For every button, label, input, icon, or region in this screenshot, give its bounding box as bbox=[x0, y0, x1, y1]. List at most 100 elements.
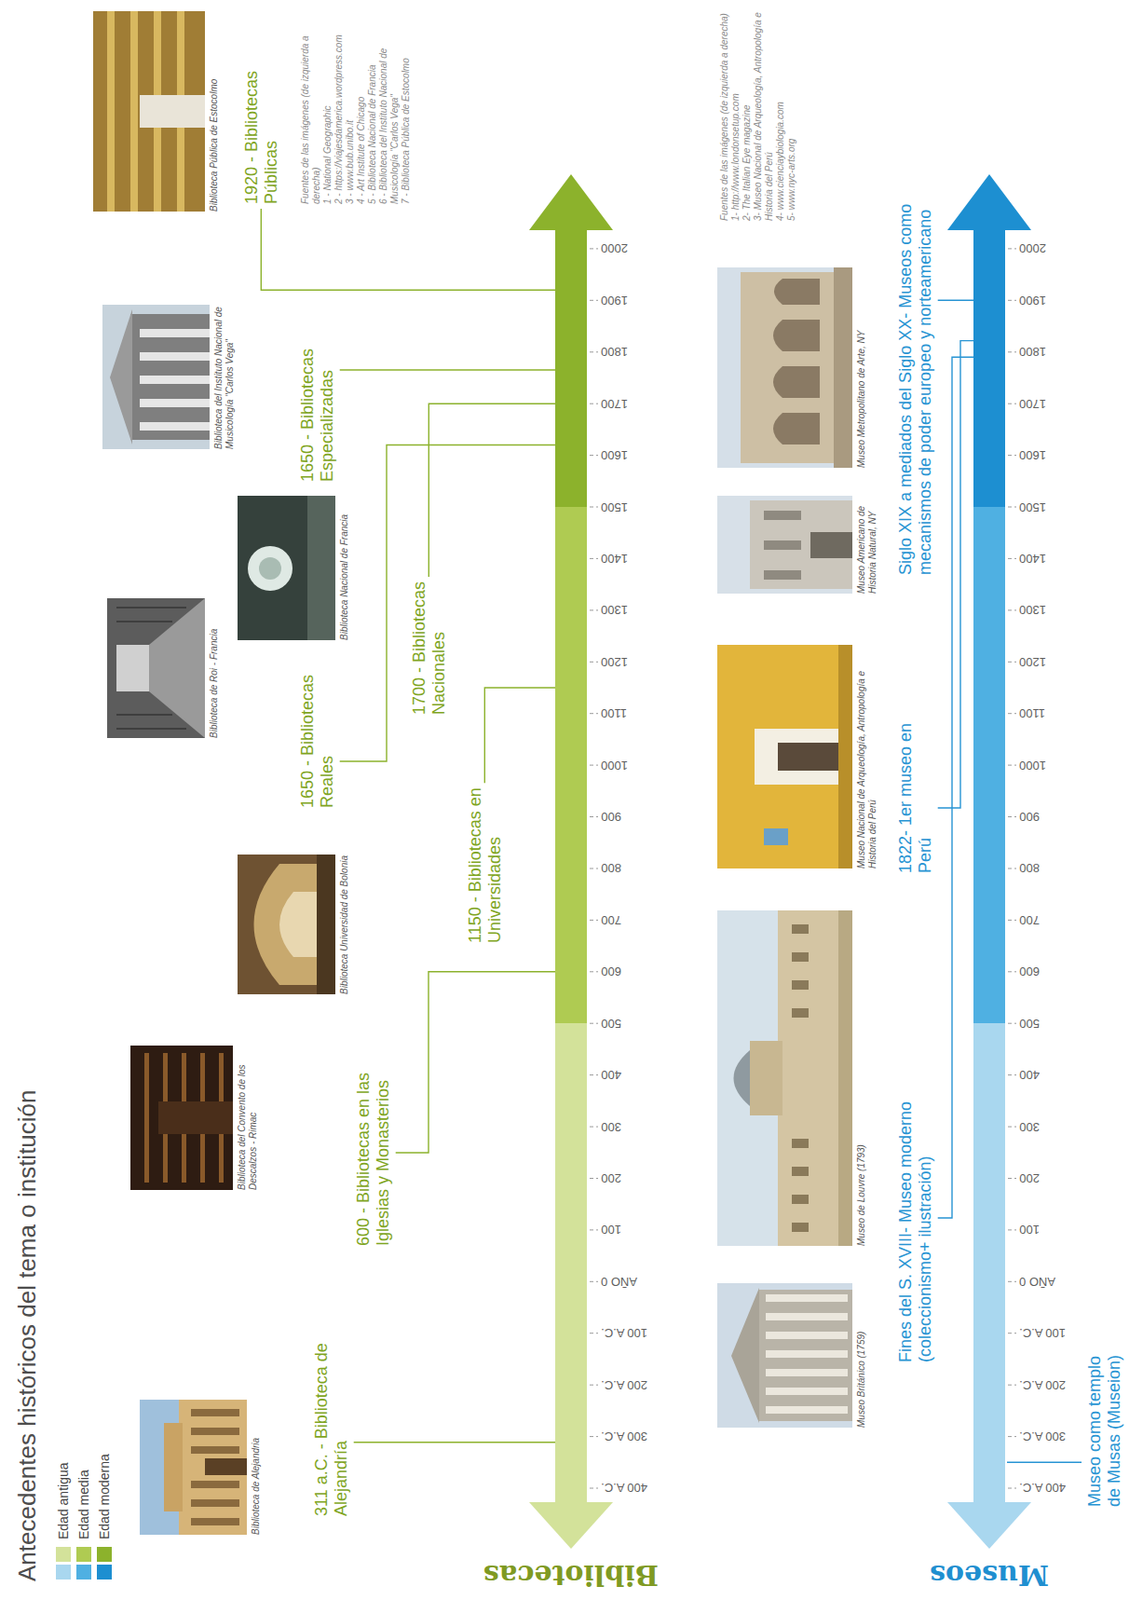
event-text: Fines del S. XVIII- Museo moderno (colec… bbox=[896, 1101, 935, 1362]
year-tick bbox=[1007, 1332, 1017, 1334]
leader-line bbox=[260, 208, 556, 290]
year-tick bbox=[1007, 506, 1017, 508]
year-label: 1200 bbox=[600, 654, 628, 669]
source-line: 4- www.cienciaybiologia.com bbox=[775, 11, 787, 221]
year-label: 200 A.C. bbox=[1019, 1377, 1066, 1392]
photo-convento bbox=[130, 1045, 233, 1190]
image-sources: Fuentes de las imágenes (de izquierda a … bbox=[719, 11, 798, 221]
year-tick bbox=[589, 1280, 599, 1282]
legend-swatch bbox=[55, 1564, 71, 1579]
source-line: 7 - Biblioteca Pública de Estocolmo bbox=[400, 13, 412, 205]
legend-swatch-green bbox=[55, 1546, 71, 1562]
year-tick bbox=[589, 919, 599, 921]
year-tick bbox=[1007, 454, 1017, 456]
leader-line bbox=[340, 368, 556, 370]
year-tick bbox=[589, 299, 599, 301]
year-tick bbox=[589, 351, 599, 353]
year-tick bbox=[1007, 868, 1017, 870]
year-tick bbox=[1007, 1487, 1017, 1489]
legend-text: Edad antigua bbox=[55, 1461, 71, 1539]
leader-line bbox=[938, 299, 974, 301]
year-label: 1200 bbox=[1019, 654, 1047, 669]
year-label: AÑO 0 bbox=[600, 1274, 638, 1289]
legend-row: Edad media bbox=[76, 1469, 92, 1579]
photo-musicologia bbox=[102, 304, 210, 450]
event-label: Siglo XIX a mediados del Siglo XX- Museo… bbox=[896, 136, 935, 575]
event-text: 1650 - Bibliotecas Reales bbox=[298, 674, 337, 808]
year-tick bbox=[589, 1177, 599, 1179]
year-label: 1400 bbox=[1019, 551, 1047, 566]
source-line: 1- http://www.londonsetup.com bbox=[730, 11, 742, 221]
year-label: 900 bbox=[1019, 809, 1040, 824]
year-label: 700 bbox=[1019, 912, 1040, 927]
event-text: 1822- 1er museo en Perú bbox=[896, 722, 935, 873]
photo-caption: Museo Nacional de Arqueología, Antropolo… bbox=[856, 644, 879, 869]
photo-caption: Museo de Louvre (1793) bbox=[856, 910, 868, 1246]
year-label: 400 bbox=[1019, 1067, 1040, 1082]
source-line: 5 - Biblioteca Nacional de Francia bbox=[367, 13, 379, 205]
year-label: 1600 bbox=[600, 448, 628, 463]
year-label: 2000 bbox=[1019, 241, 1047, 256]
year-tick bbox=[589, 970, 599, 972]
legend-swatch bbox=[76, 1564, 92, 1579]
year-tick bbox=[589, 868, 599, 870]
year-label: 200 bbox=[600, 1170, 622, 1185]
photo-caption: Biblioteca Universidad de Bolonia bbox=[339, 854, 351, 994]
event-label: Museo como templo de Musas (Museion) bbox=[1085, 1338, 1124, 1507]
year-label: AÑO 0 bbox=[1019, 1274, 1056, 1289]
year-label: 500 bbox=[600, 1016, 622, 1031]
year-tick bbox=[589, 1022, 599, 1024]
year-tick bbox=[589, 764, 599, 766]
leader-line bbox=[1006, 1461, 1082, 1463]
year-label: 200 bbox=[1019, 1170, 1040, 1185]
photo-caption: Biblioteca de Alejandria bbox=[250, 1399, 262, 1535]
leader-line bbox=[395, 971, 556, 1153]
year-label: 100 bbox=[1019, 1222, 1040, 1237]
photo-alejandria bbox=[139, 1399, 247, 1535]
image-sources: Fuentes de las imágenes (de izquierda a … bbox=[299, 13, 412, 205]
year-label: 700 bbox=[600, 912, 622, 927]
year-label: 1100 bbox=[1019, 706, 1046, 721]
year-label: 600 bbox=[600, 964, 622, 979]
year-tick bbox=[589, 454, 599, 456]
event-label: 600 - Bibliotecas en las Iglesias y Mona… bbox=[353, 1035, 393, 1246]
photo-caption: Biblioteca de Roi - Francia bbox=[208, 598, 220, 738]
legend-text: Edad media bbox=[76, 1469, 92, 1539]
year-label: 200 A.C. bbox=[600, 1377, 648, 1392]
year-label: 300 A.C. bbox=[600, 1428, 648, 1443]
event-label: 1822- 1er museo en Perú bbox=[896, 695, 935, 873]
year-label: 600 bbox=[1019, 964, 1040, 979]
event-text: 1150 - Bibliotecas en Universidades bbox=[465, 787, 504, 943]
year-tick bbox=[589, 1228, 599, 1230]
photo-caption: Biblioteca del Instituto Nacional de Mus… bbox=[213, 304, 236, 450]
photo-caption: Museo Americano de Historia Natural, NY bbox=[856, 495, 879, 594]
year-tick bbox=[1007, 661, 1017, 663]
year-tick bbox=[1007, 1280, 1017, 1282]
year-tick bbox=[1007, 1228, 1017, 1230]
event-text: Museo como templo de Musas (Museion) bbox=[1085, 1354, 1124, 1507]
year-tick bbox=[1007, 919, 1017, 921]
year-tick bbox=[1007, 557, 1017, 559]
year-tick bbox=[1007, 1435, 1017, 1437]
legend-row: Edad moderna bbox=[96, 1453, 112, 1579]
year-label: 800 bbox=[1019, 860, 1040, 875]
year-label: 300 bbox=[1019, 1119, 1040, 1134]
leader-line bbox=[938, 340, 974, 808]
event-text: 1650 - Bibliotecas Especializadas bbox=[298, 348, 337, 482]
year-label: 1900 bbox=[1019, 293, 1047, 308]
year-tick bbox=[1007, 1022, 1017, 1024]
photo-caption: Biblioteca del Convento de los Descalzos… bbox=[236, 1045, 259, 1190]
year-tick bbox=[589, 1332, 599, 1334]
year-label: 1500 bbox=[1019, 500, 1047, 515]
event-label: 311 a.C. - Biblioteca de Alejandría bbox=[312, 1306, 351, 1516]
year-label: 300 bbox=[600, 1119, 622, 1134]
photo-museo-americano bbox=[717, 495, 853, 594]
legend-text: Edad moderna bbox=[96, 1453, 112, 1539]
year-tick bbox=[589, 1435, 599, 1437]
section-label: Bibliotecas bbox=[483, 1559, 659, 1593]
photo-caption: Biblioteca Pública de Estocolmo bbox=[208, 11, 220, 212]
source-line: Fuentes de las imágenes (de izquierda a … bbox=[299, 13, 323, 205]
